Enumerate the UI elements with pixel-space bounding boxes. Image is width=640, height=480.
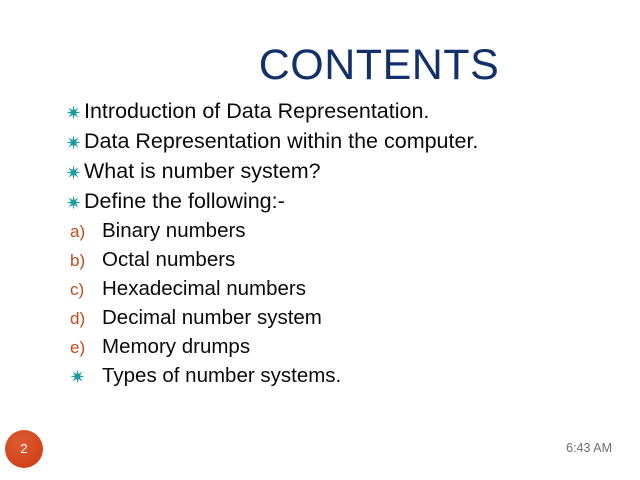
list-item-label: Define the following:-: [84, 189, 285, 213]
list-item-label: Hexadecimal numbers: [102, 277, 306, 300]
list-item-label: Decimal number system: [102, 306, 322, 329]
list-item-marker: c): [70, 280, 85, 299]
list-item-label: Binary numbers: [102, 219, 246, 242]
list-item: a) Binary numbers: [62, 216, 622, 245]
list-item-label: Introduction of Data Representation.: [84, 99, 430, 123]
list-item-label: Types of number systems.: [102, 364, 342, 387]
page-number-badge: 2: [5, 430, 43, 468]
list-item: What is number system?: [62, 156, 622, 186]
list-item-label: Data Representation within the computer.: [84, 129, 479, 153]
starburst-bullet-icon: [62, 163, 84, 180]
contents-list: Introduction of Data Representation. Data…: [62, 96, 622, 390]
list-item: Define the following:-: [62, 186, 622, 216]
list-item-label: What is number system?: [84, 159, 321, 183]
list-item-marker: a): [70, 222, 86, 241]
starburst-bullet-icon: [62, 133, 84, 150]
list-item: Data Representation within the computer.: [62, 126, 622, 156]
list-item-marker: b): [70, 251, 86, 270]
list-item-marker: d): [70, 309, 86, 328]
list-item: Introduction of Data Representation.: [62, 96, 622, 126]
list-item-label: Memory drumps: [102, 335, 251, 358]
list-item: Types of number systems.: [62, 361, 622, 390]
starburst-bullet-icon: [62, 367, 102, 384]
list-item: b) Octal numbers: [62, 245, 622, 274]
list-item: c) Hexadecimal numbers: [62, 274, 622, 303]
list-item-marker: e): [70, 338, 86, 357]
list-item: e) Memory drumps: [62, 332, 622, 361]
starburst-bullet-icon: [62, 193, 84, 210]
starburst-bullet-icon: [62, 103, 84, 120]
timestamp: 6:43 AM: [566, 441, 612, 455]
list-item: d) Decimal number system: [62, 303, 622, 332]
page-title: CONTENTS: [258, 41, 500, 89]
list-item-label: Octal numbers: [102, 248, 236, 271]
